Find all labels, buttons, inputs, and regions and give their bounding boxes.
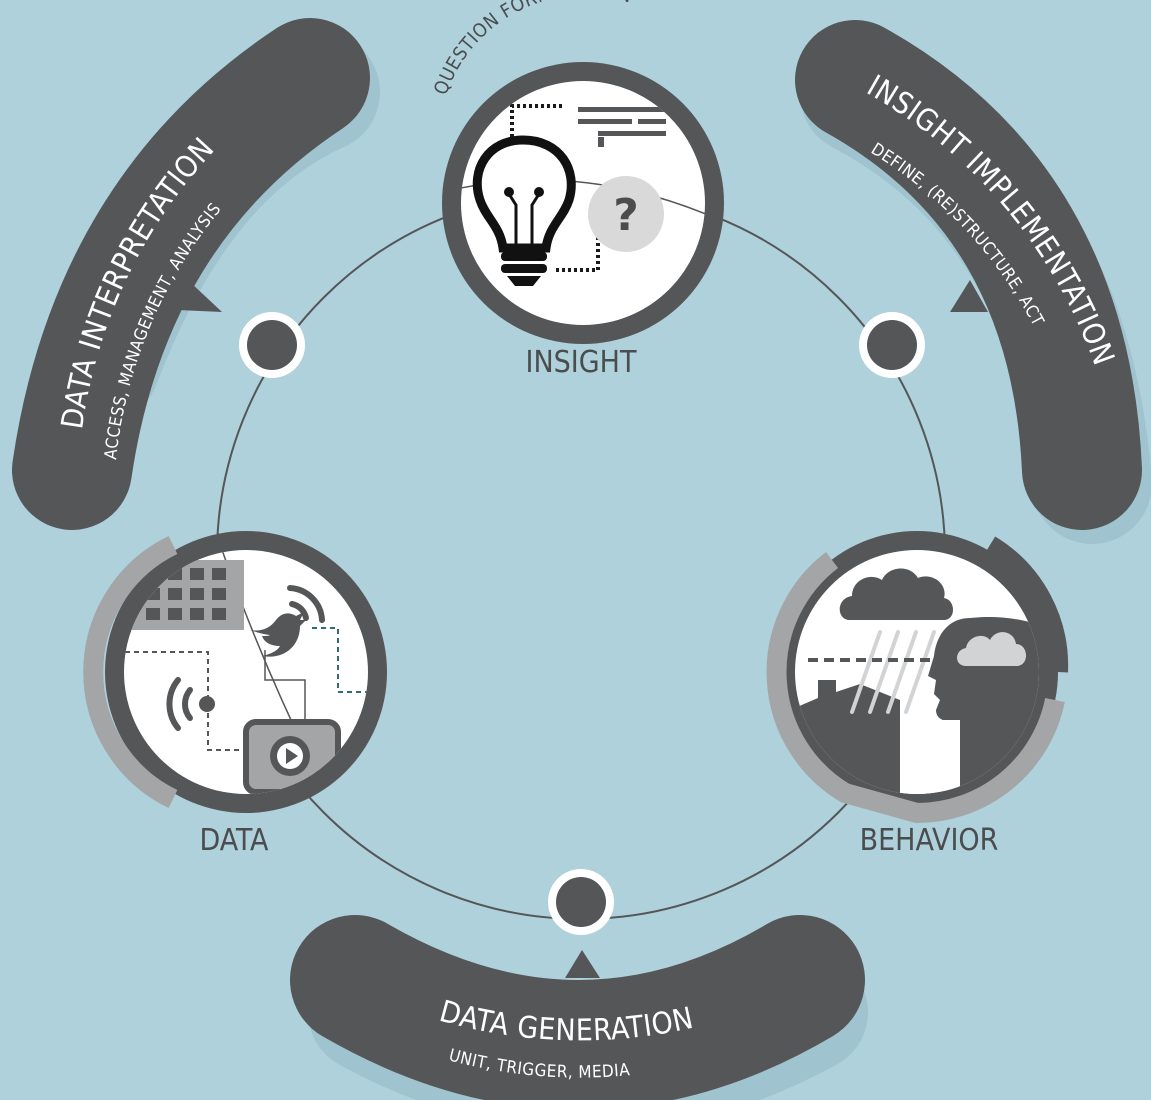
twitter-bird-icon [250,612,306,657]
node-behavior [766,531,1069,824]
ring-dot-bottom [548,869,614,935]
rain-cloud-icon [839,568,953,714]
behavior-label: BEHAVIOR [860,823,999,858]
band-insight-implementation: INSIGHT IMPLEMENTATION DEFINE, (RE)STRUC… [795,20,1151,544]
ring-dot-left [239,312,305,378]
band-data-interpretation: DATA INTERPRETATION ACCESS, MANAGEMENT, … [12,18,380,530]
svg-text:?: ? [613,190,639,241]
node-insight: ? [442,62,724,344]
thought-cloud-icon [957,632,1027,666]
band-data-generation: DATA GENERATION UNIT, TRIGGER, MEDIA [290,915,868,1100]
text-lines-icon [578,107,666,147]
broadcast-icon [166,677,215,731]
question-mark-icon: ? [588,176,664,252]
node-data [83,531,387,813]
insight-label: INSIGHT [526,345,637,380]
lightbulb-icon [472,135,576,286]
ring-dot-right [859,312,925,378]
data-label: DATA [200,823,270,858]
wifi-signal-icon [287,585,325,623]
